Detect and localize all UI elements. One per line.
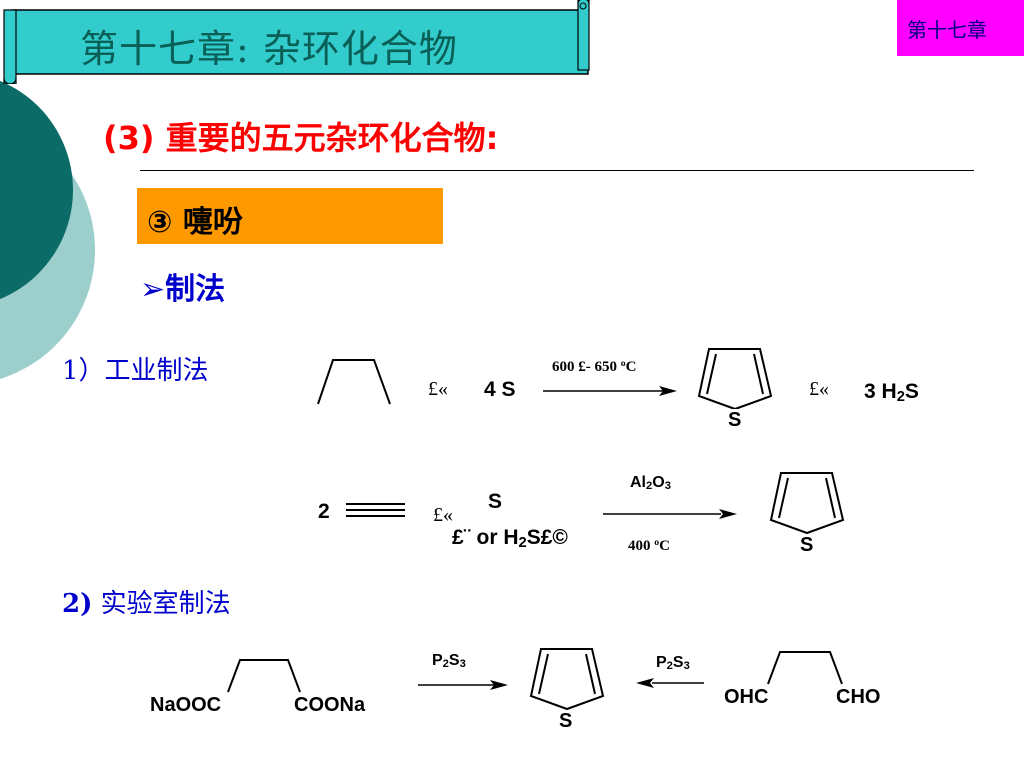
plus-sign-3: £«	[433, 504, 453, 526]
rp-a: P	[656, 654, 667, 671]
lp-a: P	[432, 652, 443, 669]
reagent-s: S	[488, 490, 503, 513]
h2s-sub: 2	[896, 388, 905, 405]
h2s-end: S	[904, 380, 919, 403]
temp-deg: o	[654, 537, 660, 549]
cond-degree: o	[620, 358, 626, 370]
left-decoration	[0, 80, 95, 379]
byproduct-h2s: 3 H2S	[864, 380, 919, 404]
decor-circle-dark	[0, 80, 73, 300]
alt-b: S£©	[526, 526, 568, 549]
catalyst-al2o3: Al2O3	[630, 474, 671, 492]
method2-text: 实验室制法	[92, 589, 231, 619]
alt-sub: 2	[518, 534, 527, 551]
acetylene-coef: 2	[318, 500, 330, 523]
subsection-box: ③ 嚏吩	[137, 188, 443, 244]
method2-label: 2) 实验室制法	[62, 583, 231, 620]
succinate-skeleton	[227, 659, 301, 693]
cat-s2: 3	[664, 480, 671, 493]
left-reagent-p2s3: P2S3	[432, 652, 466, 670]
alt-a: £¨ or H	[452, 526, 519, 549]
thiophene-structure-3	[529, 648, 605, 711]
rp-s2: 3	[683, 660, 690, 673]
lp-s2: 3	[459, 658, 466, 671]
cond-temp: 600 £- 650	[552, 359, 621, 375]
succinaldehyde-skeleton	[767, 651, 843, 685]
title-banner: 第十七章: 杂环化合物	[2, 0, 590, 84]
cond-unit: C	[625, 359, 637, 375]
scroll-shape	[3, 0, 590, 84]
plus-sign-2: £«	[809, 378, 829, 400]
chapter-tab-label: 第十七章	[907, 18, 987, 42]
plus-sign: £«	[428, 378, 448, 400]
method2-num: 2)	[62, 589, 93, 619]
reaction1-condition: 600 £- 650 oC	[552, 359, 636, 376]
thiophene-structure-1	[697, 348, 773, 411]
rp-b: S	[672, 654, 684, 671]
butane-structure	[317, 359, 391, 405]
cat-a: Al	[630, 474, 646, 491]
reaction-arrow-4	[636, 678, 704, 688]
arrow-bullet-icon: ➢	[140, 272, 166, 307]
temp-a: 400	[628, 538, 655, 554]
bullet-heading: ➢制法	[140, 264, 225, 308]
cho-group: CHO	[836, 686, 881, 708]
coona-group: COONa	[294, 694, 366, 716]
reaction-arrow-1	[543, 386, 677, 396]
h2s-main: 3 H	[864, 380, 897, 403]
ohc-group: OHC	[724, 686, 769, 708]
bullet-text: 制法	[165, 272, 226, 307]
lp-b: S	[448, 652, 460, 669]
chapter-tab[interactable]: 第十七章	[897, 0, 1024, 56]
cat-s1: 2	[646, 480, 653, 493]
reaction-arrow-3	[418, 680, 508, 690]
divider-line	[140, 170, 974, 171]
lp-s1: 2	[442, 658, 449, 671]
reagent-sulfur: 4 S	[484, 378, 516, 401]
reaction-arrow-2	[603, 509, 737, 519]
acetylene-triple-bond	[346, 503, 405, 517]
thiophene-2-sulfur: S	[798, 534, 816, 557]
thiophene-1-sulfur: S	[726, 409, 744, 432]
subsection-title: ③ 嚏吩	[147, 205, 243, 240]
thiophene-structure-2	[769, 472, 845, 535]
right-reagent-p2s3: P2S3	[656, 654, 690, 672]
reaction2-temp: 400 oC	[628, 538, 670, 555]
rp-s1: 2	[666, 660, 673, 673]
cat-b: O	[652, 474, 665, 491]
naooc-group: NaOOC	[150, 694, 222, 716]
method1-label: 1）工业制法	[62, 356, 209, 386]
reagent-alt: £¨ or H2S£©	[452, 526, 568, 550]
page-title: 第十七章: 杂环化合物	[80, 27, 458, 71]
section-title: (3) 重要的五元杂环化合物:	[103, 119, 499, 157]
temp-unit: C	[659, 538, 670, 554]
thiophene-3-sulfur: S	[557, 710, 575, 733]
